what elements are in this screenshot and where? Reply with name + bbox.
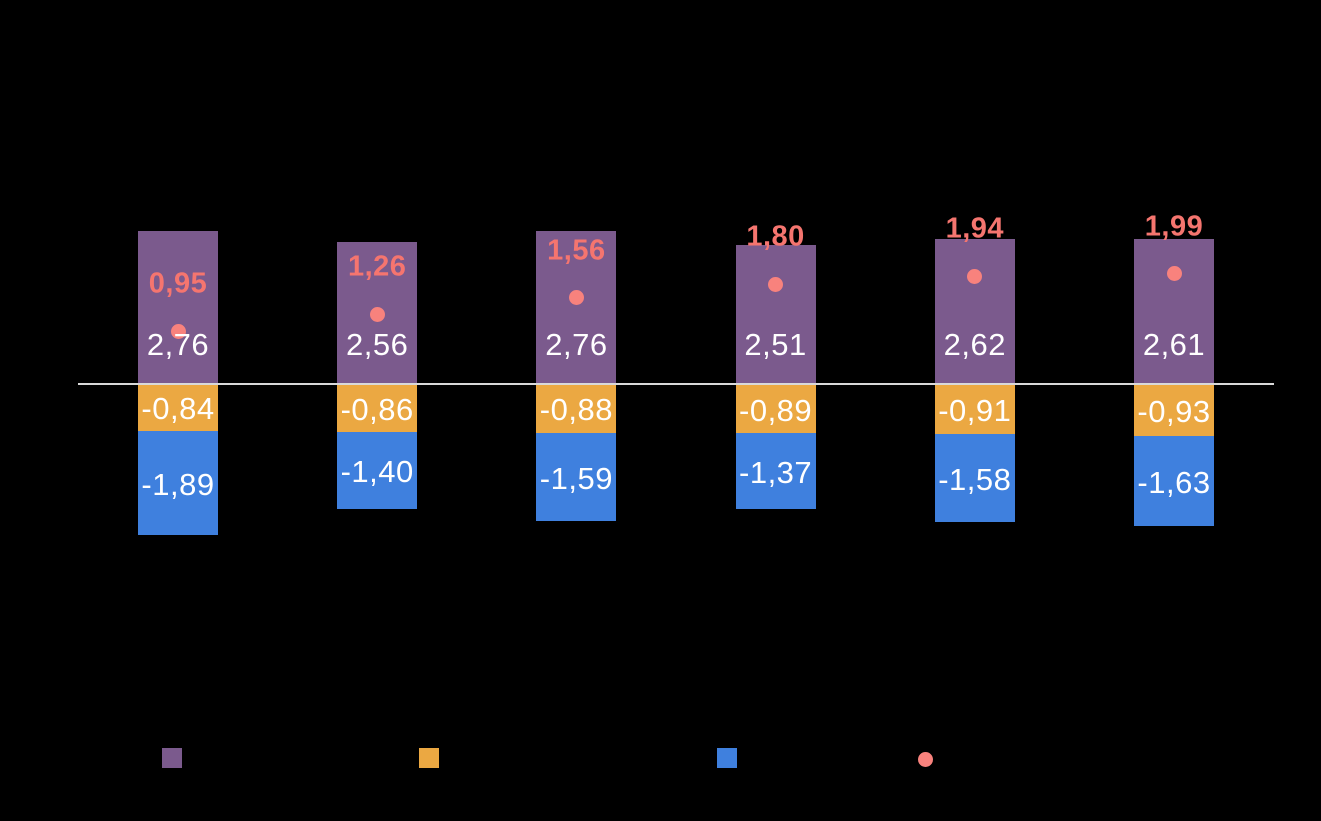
- bar-segment-purple-positive-segment: [1134, 239, 1214, 384]
- bar-segment-purple-positive-segment: [536, 231, 617, 384]
- bar-segment-orange-negative-segment: [337, 384, 418, 432]
- bar-segment-blue-negative-segment: [934, 434, 1015, 523]
- data-label-orange: -0,93: [1137, 393, 1211, 429]
- legend-marker-orange: [419, 748, 439, 768]
- bar-segment-orange-negative-segment: [735, 384, 816, 434]
- bar-segment-blue-negative-segment: [536, 432, 617, 521]
- legend-marker-blue: [717, 748, 737, 768]
- bar-segment-blue-negative-segment: [138, 430, 218, 536]
- zero-line: [78, 382, 1274, 385]
- data-label-dot: 1,99: [1144, 210, 1204, 243]
- bar-segment-orange-negative-segment: [1134, 384, 1214, 436]
- data-label-orange: -0,88: [539, 392, 613, 428]
- bar-segment-blue-negative-segment: [735, 433, 816, 510]
- bar-segment-blue-negative-segment: [337, 431, 418, 510]
- dot-marker: [568, 290, 584, 306]
- data-label-blue: -1,63: [1137, 464, 1211, 500]
- bar-segment-purple-positive-segment: [138, 231, 218, 384]
- data-label-dot: 1,80: [746, 220, 805, 253]
- bar-segment-orange-negative-segment: [138, 384, 218, 431]
- dot-marker: [967, 268, 983, 284]
- bar-segment-orange-negative-segment: [536, 384, 617, 433]
- data-label-purple: 2,62: [943, 327, 1006, 362]
- bar-segment-orange-negative-segment: [934, 384, 1015, 435]
- data-label-purple: 2,61: [1142, 327, 1206, 362]
- data-label-blue: -1,40: [340, 454, 414, 490]
- dot-marker: [768, 276, 784, 292]
- data-label-blue: -1,37: [739, 455, 813, 491]
- bar-segment-blue-negative-segment: [1134, 435, 1214, 526]
- bar-segment-purple-positive-segment: [735, 244, 816, 384]
- data-label-blue: -1,89: [141, 466, 215, 502]
- dot-marker: [170, 323, 186, 339]
- legend-marker-purple: [162, 748, 182, 768]
- dot-marker: [369, 306, 385, 322]
- data-label-orange: -0,86: [340, 391, 414, 427]
- data-label-orange: -0,84: [141, 391, 215, 427]
- data-label-orange: -0,89: [739, 392, 813, 428]
- data-label-dot: 1,26: [347, 250, 407, 283]
- data-label-dot: 1,94: [945, 212, 1005, 245]
- data-label-dot: 1,56: [547, 234, 606, 267]
- data-label-orange: -0,91: [938, 393, 1012, 429]
- data-label-purple: 2,76: [146, 327, 210, 362]
- bar-segment-purple-positive-segment: [934, 238, 1015, 384]
- data-label-purple: 2,56: [346, 327, 409, 362]
- legend-marker-dot: [918, 751, 933, 767]
- data-label-purple: 2,76: [545, 327, 608, 362]
- data-label-dot: 0,95: [148, 267, 208, 300]
- data-label-purple: 2,51: [744, 327, 807, 362]
- dot-marker: [1166, 266, 1182, 282]
- data-label-blue: -1,59: [539, 460, 613, 496]
- data-label-blue: -1,58: [938, 462, 1012, 498]
